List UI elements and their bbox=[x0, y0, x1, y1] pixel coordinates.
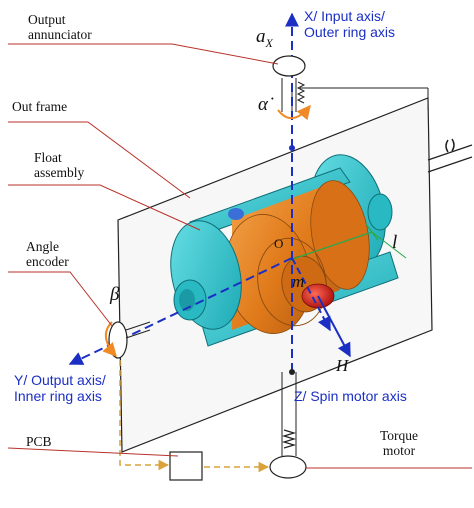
leader-lines bbox=[7, 43, 472, 469]
output-annunciator-icon bbox=[272, 55, 311, 121]
symbol-l: l bbox=[392, 232, 398, 253]
torque-motor-icon bbox=[269, 369, 307, 479]
angle-encoder-icon bbox=[102, 321, 151, 359]
right-shaft bbox=[427, 138, 473, 173]
x-axis-label: X/ Input axis/ Outer ring axis bbox=[304, 8, 396, 40]
z-axis bbox=[291, 257, 351, 358]
symbol-alpha-dot: α̇ bbox=[258, 94, 268, 115]
z-axis-label: Z/ Spin motor axis bbox=[294, 388, 407, 404]
label-angle-encoder: Angle encoder bbox=[26, 239, 69, 269]
label-float-assembly: Float assembly bbox=[34, 150, 85, 180]
symbol-m: m bbox=[292, 272, 305, 291]
y-axis-label: Y/ Output axis/ Inner ring axis bbox=[14, 372, 106, 404]
pcb-icon bbox=[119, 360, 270, 481]
symbol-o: O bbox=[274, 236, 284, 251]
symbol-ax: aX bbox=[256, 26, 273, 50]
spring-icon bbox=[281, 429, 297, 449]
symbol-h: H bbox=[336, 356, 349, 375]
label-torque-motor: Torque motor bbox=[380, 428, 419, 458]
label-pcb: PCB bbox=[26, 434, 52, 449]
symbol-beta: β bbox=[110, 284, 120, 305]
float-assembly bbox=[170, 154, 407, 347]
label-out-frame: Out frame bbox=[12, 99, 68, 114]
label-output-annunciator: Output annunciator bbox=[28, 12, 92, 42]
